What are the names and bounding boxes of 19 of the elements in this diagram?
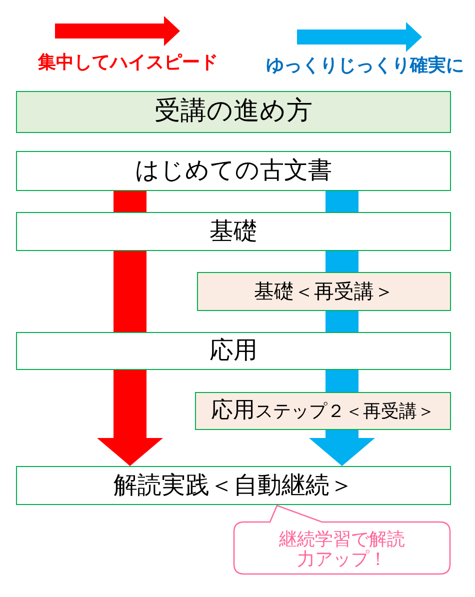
flow-bar [326,311,358,332]
step-box: 解読実践＜自動継続＞ [16,466,451,505]
step-box: 応用 [16,332,451,370]
heading-box: 受講の進め方 [16,91,451,133]
flow-bar [114,191,146,212]
step-title: 応用 [211,398,255,423]
flow-bar [326,251,358,272]
step-note: ステップ２＜再受講＞ [255,401,435,422]
legend-text: ゆっくりじっくり確実に [266,55,464,77]
step-box: 基礎＜再受講＞ [197,272,451,311]
legend-text: 集中してハイスピード [38,52,218,74]
step-box [195,392,451,430]
callout-text: 継続学習で解読力アップ！ [278,530,406,570]
speech-bubble [233,505,451,575]
step-box: はじめての古文書 [16,151,451,191]
flow-bar [326,370,358,392]
step-box: 基礎 [16,212,451,251]
down-arrow [309,430,375,466]
down-arrow [97,370,163,466]
